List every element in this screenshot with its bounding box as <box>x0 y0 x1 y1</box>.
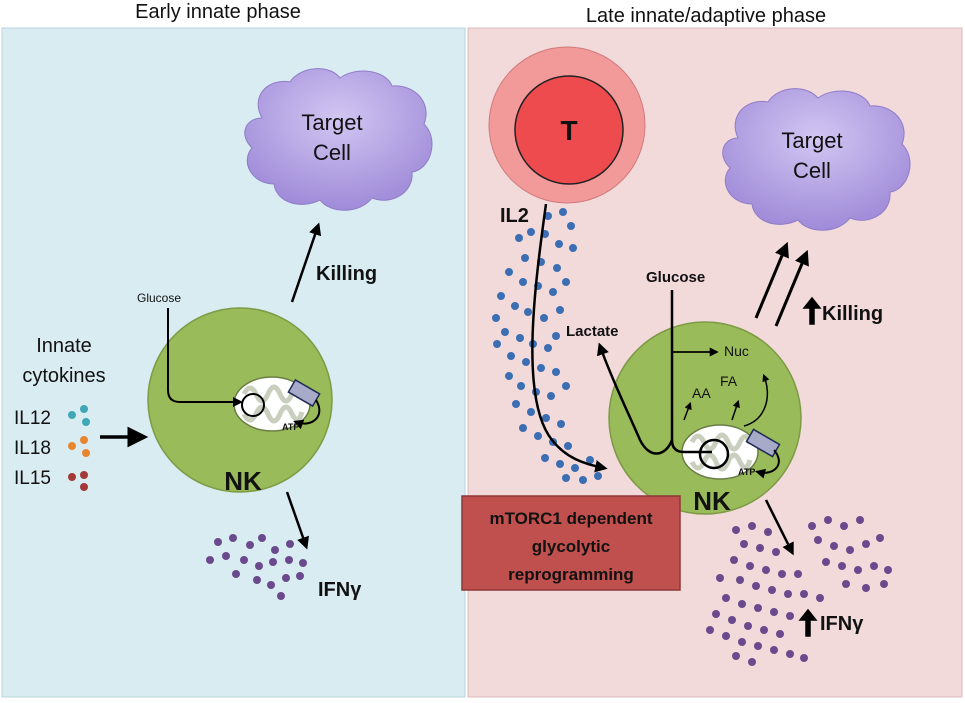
right-killing-label: Killing <box>822 303 883 325</box>
left-killing-arrow <box>290 222 322 303</box>
lactate-arrow <box>597 342 674 455</box>
right-target-cell-label-2: Cell <box>793 158 831 183</box>
mtorc1-box-line-2: glycolytic <box>532 537 610 556</box>
right-atp-label: ATP <box>738 467 755 477</box>
right-nk-label: NK <box>693 486 731 516</box>
left-atp-label: ATP <box>282 422 299 432</box>
mtorc1-box-line-3: reprogramming <box>508 565 634 584</box>
left-panel-title: Early innate phase <box>135 1 301 23</box>
left-ifn-arrow <box>285 491 309 550</box>
right-target-cell <box>722 88 911 231</box>
il2-label: IL2 <box>500 205 529 227</box>
fa-label: FA <box>720 373 738 389</box>
il2-arrow <box>531 203 608 473</box>
left-glucose-arrow <box>167 308 243 407</box>
right-atp-arrow <box>755 449 780 479</box>
il18-label: IL18 <box>14 438 51 459</box>
innate-cytokines-label-2: cytokines <box>22 365 105 387</box>
right-panel-title: Late innate/adaptive phase <box>586 5 826 27</box>
il18-dots <box>68 436 90 457</box>
left-ifn-dots <box>206 534 307 600</box>
il15-dots <box>68 471 88 491</box>
right-ifn-arrow <box>764 499 794 556</box>
right-killing-arrow-2 <box>774 249 809 327</box>
left-atp-arrow <box>293 399 321 430</box>
right-glucose-label: Glucose <box>646 269 705 286</box>
left-target-cell <box>244 68 433 211</box>
right-killing-arrow-1 <box>754 241 789 319</box>
left-killing-label: Killing <box>316 263 377 285</box>
killing-up-icon <box>802 296 822 325</box>
nuc-label: Nuc <box>724 343 749 359</box>
innate-cytokines-label-1: Innate <box>36 335 92 357</box>
fa-arrow <box>731 399 740 421</box>
mtorc1-box-line-1: mTORC1 dependent <box>489 509 652 528</box>
left-nk-label: NK <box>224 466 262 496</box>
left-ifn-label: IFNγ <box>318 579 362 601</box>
t-cell-label: T <box>560 115 577 146</box>
il12-dots <box>68 405 90 426</box>
left-target-cell-label-2: Cell <box>313 140 351 165</box>
right-ifn-label: IFNγ <box>820 613 864 635</box>
t-cell-nucleus <box>514 75 624 185</box>
il15-label: IL15 <box>14 468 51 489</box>
right-ifn-dots <box>706 516 892 666</box>
il2-dots <box>492 208 602 484</box>
il12-label: IL12 <box>14 408 51 429</box>
right-atp-synthase <box>745 428 781 458</box>
ifn-up-icon <box>798 608 818 637</box>
aa-label: AA <box>692 385 711 401</box>
right-cycle-icon <box>698 438 730 470</box>
left-glucose-label: Glucose <box>137 291 181 305</box>
fa-curve-arrow <box>743 373 770 427</box>
aa-arrow <box>683 401 692 421</box>
right-target-cell-label-1: Target <box>781 128 842 153</box>
lactate-label: Lactate <box>566 323 619 340</box>
mtorc1-box <box>461 495 681 591</box>
left-target-cell-label-1: Target <box>301 110 362 135</box>
